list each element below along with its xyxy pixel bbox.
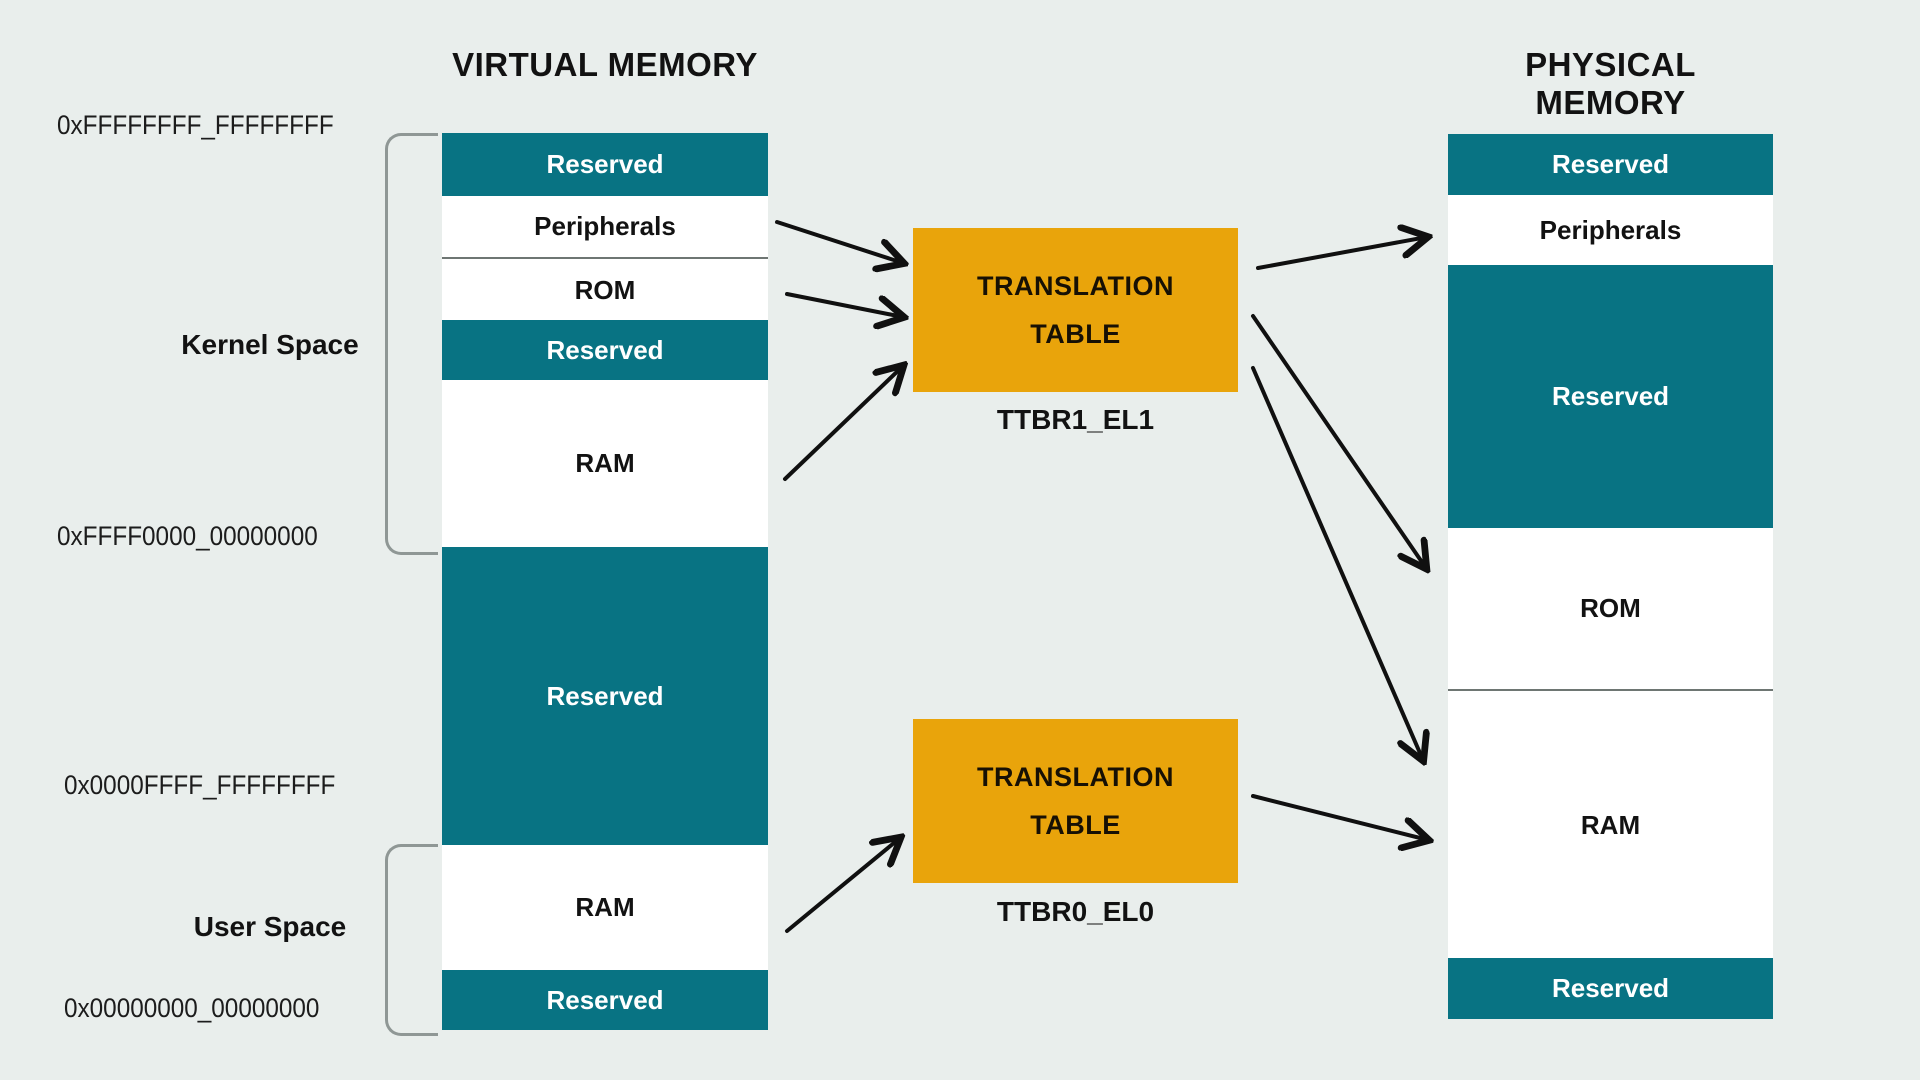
vm-segment-peripherals: Peripherals xyxy=(442,196,768,257)
pm-segment-reserved-middle: Reserved xyxy=(1448,265,1773,528)
physical-memory-column: Reserved Peripherals Reserved ROM RAM Re… xyxy=(1448,134,1773,1019)
address-label-top: 0xFFFFFFFF_FFFFFFFF xyxy=(57,110,334,140)
kernel-space-label: Kernel Space xyxy=(181,329,359,360)
vm-segment-user-ram: RAM xyxy=(442,845,768,970)
arrow-translation-table-ttbr1-to-pm-peripherals xyxy=(1256,237,1427,270)
arrow-translation-table-ttbr1-to-pm-ram xyxy=(1251,366,1423,760)
arrow-translation-table-ttbr0-to-pm-ram xyxy=(1251,794,1428,840)
vm-segment-reserved-top: Reserved xyxy=(442,133,768,196)
address-label-user-top: 0x0000FFFF_FFFFFFFF xyxy=(64,770,336,800)
pm-segment-ram: RAM xyxy=(1448,689,1773,960)
translation-table-ttbr1: TRANSLATION TABLE xyxy=(913,228,1238,392)
vm-segment-reserved-middle: Reserved xyxy=(442,547,768,845)
arrow-translation-table-ttbr1-to-pm-rom xyxy=(1251,314,1426,568)
address-label-kernel-bottom: 0xFFFF0000_00000000 xyxy=(57,521,318,551)
translation-table-ttbr0-line2: TABLE xyxy=(1030,809,1121,840)
address-label-bottom: 0x00000000_00000000 xyxy=(64,993,320,1023)
arrow-vm-rom-to-translation-table-ttbr1 xyxy=(785,292,903,317)
translation-table-ttbr0-line1: TRANSLATION xyxy=(977,761,1174,792)
virtual-memory-column: Reserved Peripherals ROM Reserved RAM Re… xyxy=(442,133,768,1030)
virtual-memory-title: VIRTUAL MEMORY xyxy=(452,46,758,83)
pm-segment-peripherals: Peripherals xyxy=(1448,195,1773,265)
translation-table-ttbr1-line2: TABLE xyxy=(1030,318,1121,349)
user-space-label: User Space xyxy=(193,911,347,942)
physical-memory-title: PHYSICAL MEMORY xyxy=(1525,46,1696,121)
ttbr0-el0-label: TTBR0_EL0 xyxy=(996,896,1155,927)
pm-segment-rom: ROM xyxy=(1448,528,1773,689)
user-space-bracket xyxy=(385,844,438,1036)
pm-segment-reserved-top: Reserved xyxy=(1448,134,1773,195)
pm-segment-reserved-bottom: Reserved xyxy=(1448,958,1773,1019)
kernel-space-bracket xyxy=(385,133,438,555)
translation-table-ttbr0: TRANSLATION TABLE xyxy=(913,719,1238,883)
vm-segment-kernel-ram: RAM xyxy=(442,380,768,547)
arrow-vm-user-ram-to-translation-table-ttbr0 xyxy=(785,838,900,933)
arrow-vm-kernel-ram-to-translation-table-ttbr1 xyxy=(783,366,903,481)
vm-segment-rom: ROM xyxy=(442,257,768,322)
vm-segment-reserved-bottom: Reserved xyxy=(442,970,768,1030)
ttbr1-el1-label: TTBR1_EL1 xyxy=(996,404,1155,435)
translation-table-ttbr1-line1: TRANSLATION xyxy=(977,270,1174,301)
vm-segment-reserved-2: Reserved xyxy=(442,320,768,380)
arrow-vm-peripherals-to-translation-table-ttbr1 xyxy=(775,220,903,263)
